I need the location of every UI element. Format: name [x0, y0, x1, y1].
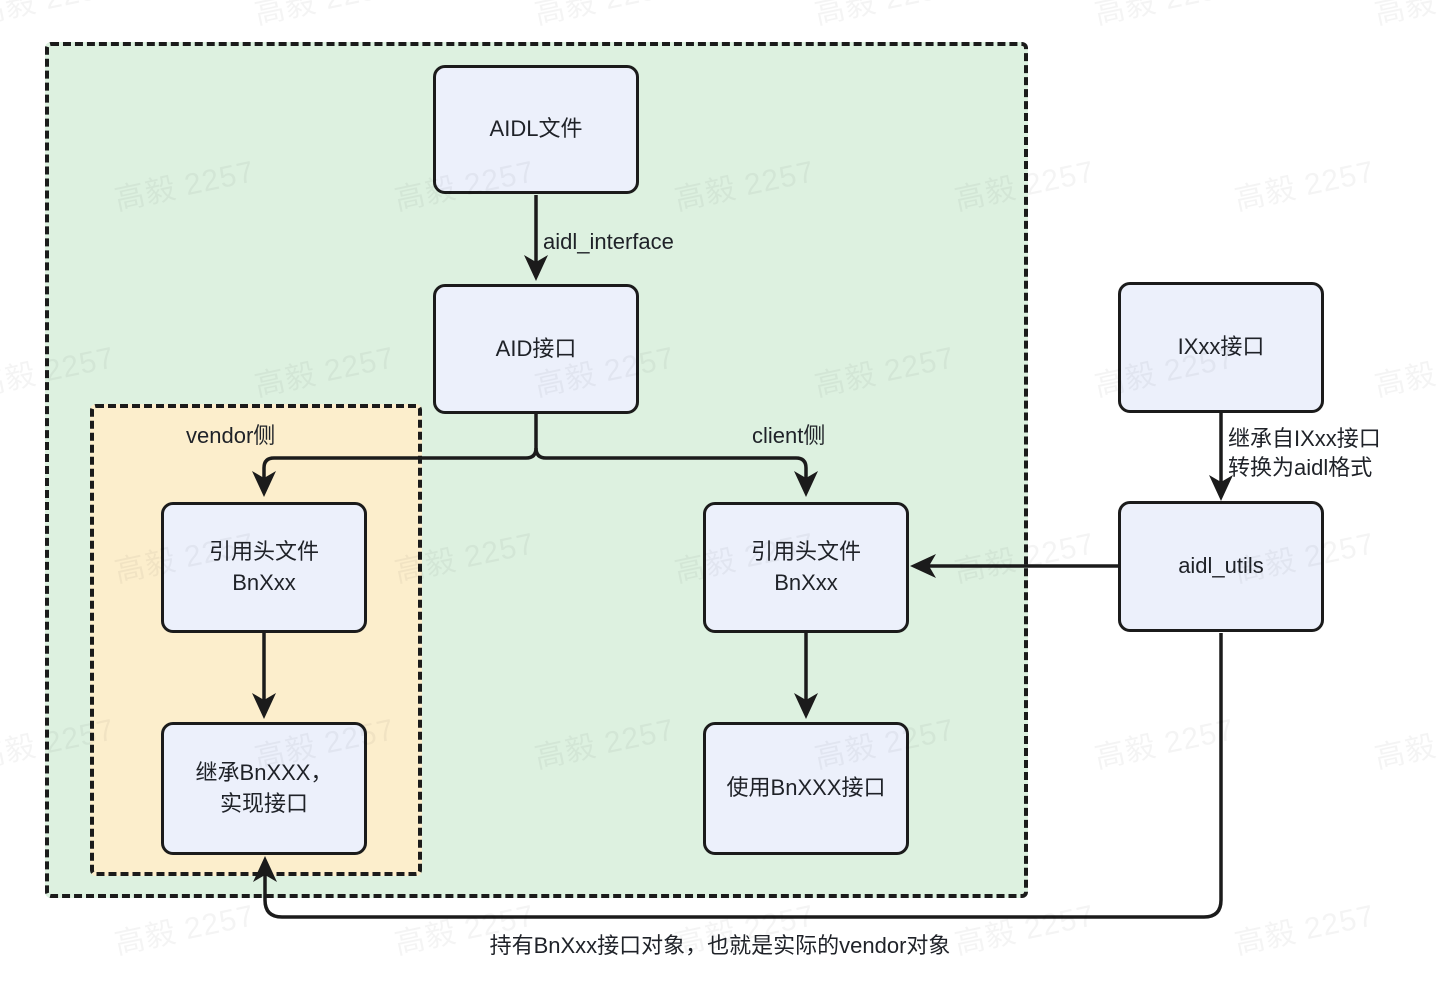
node-client-include[interactable]: 引用头文件 BnXxx: [703, 502, 909, 633]
group-label-vendor-side: vendor侧: [186, 423, 276, 448]
watermark-text: 高毅 2257: [1090, 704, 1238, 777]
watermark-text: 高毅 2257: [810, 0, 958, 33]
node-vendor-include[interactable]: 引用头文件 BnXxx: [161, 502, 367, 633]
edge-label-client-side: client侧: [752, 423, 826, 448]
node-aid-interface[interactable]: AID接口: [433, 284, 639, 414]
edge-label-inherit-ixxx: 继承自IXxx接口 转换为aidl格式: [1228, 426, 1381, 481]
node-vendor-impl[interactable]: 继承BnXXX， 实现接口: [161, 722, 367, 855]
watermark-text: 高毅 2257: [250, 0, 398, 33]
node-aidl-utils[interactable]: aidl_utils: [1118, 501, 1324, 632]
watermark-text: 高毅 2257: [0, 0, 118, 33]
watermark-text: 高毅 2257: [1370, 0, 1440, 33]
watermark-text: 高毅 2257: [1370, 704, 1440, 777]
watermark-text: 高毅 2257: [530, 0, 678, 33]
node-client-use[interactable]: 使用BnXXX接口: [703, 722, 909, 855]
watermark-text: 高毅 2257: [1090, 0, 1238, 33]
node-ixxx-interface[interactable]: IXxx接口: [1118, 282, 1324, 413]
watermark-text: 高毅 2257: [1230, 146, 1378, 219]
edge-label-aidl-interface: aidl_interface: [543, 229, 674, 254]
node-aidl-file[interactable]: AIDL文件: [433, 65, 639, 194]
edge-label-hold-bnxxx: 持有BnXxx接口对象，也就是实际的vendor对象: [489, 933, 951, 958]
watermark-text: 高毅 2257: [1370, 332, 1440, 405]
